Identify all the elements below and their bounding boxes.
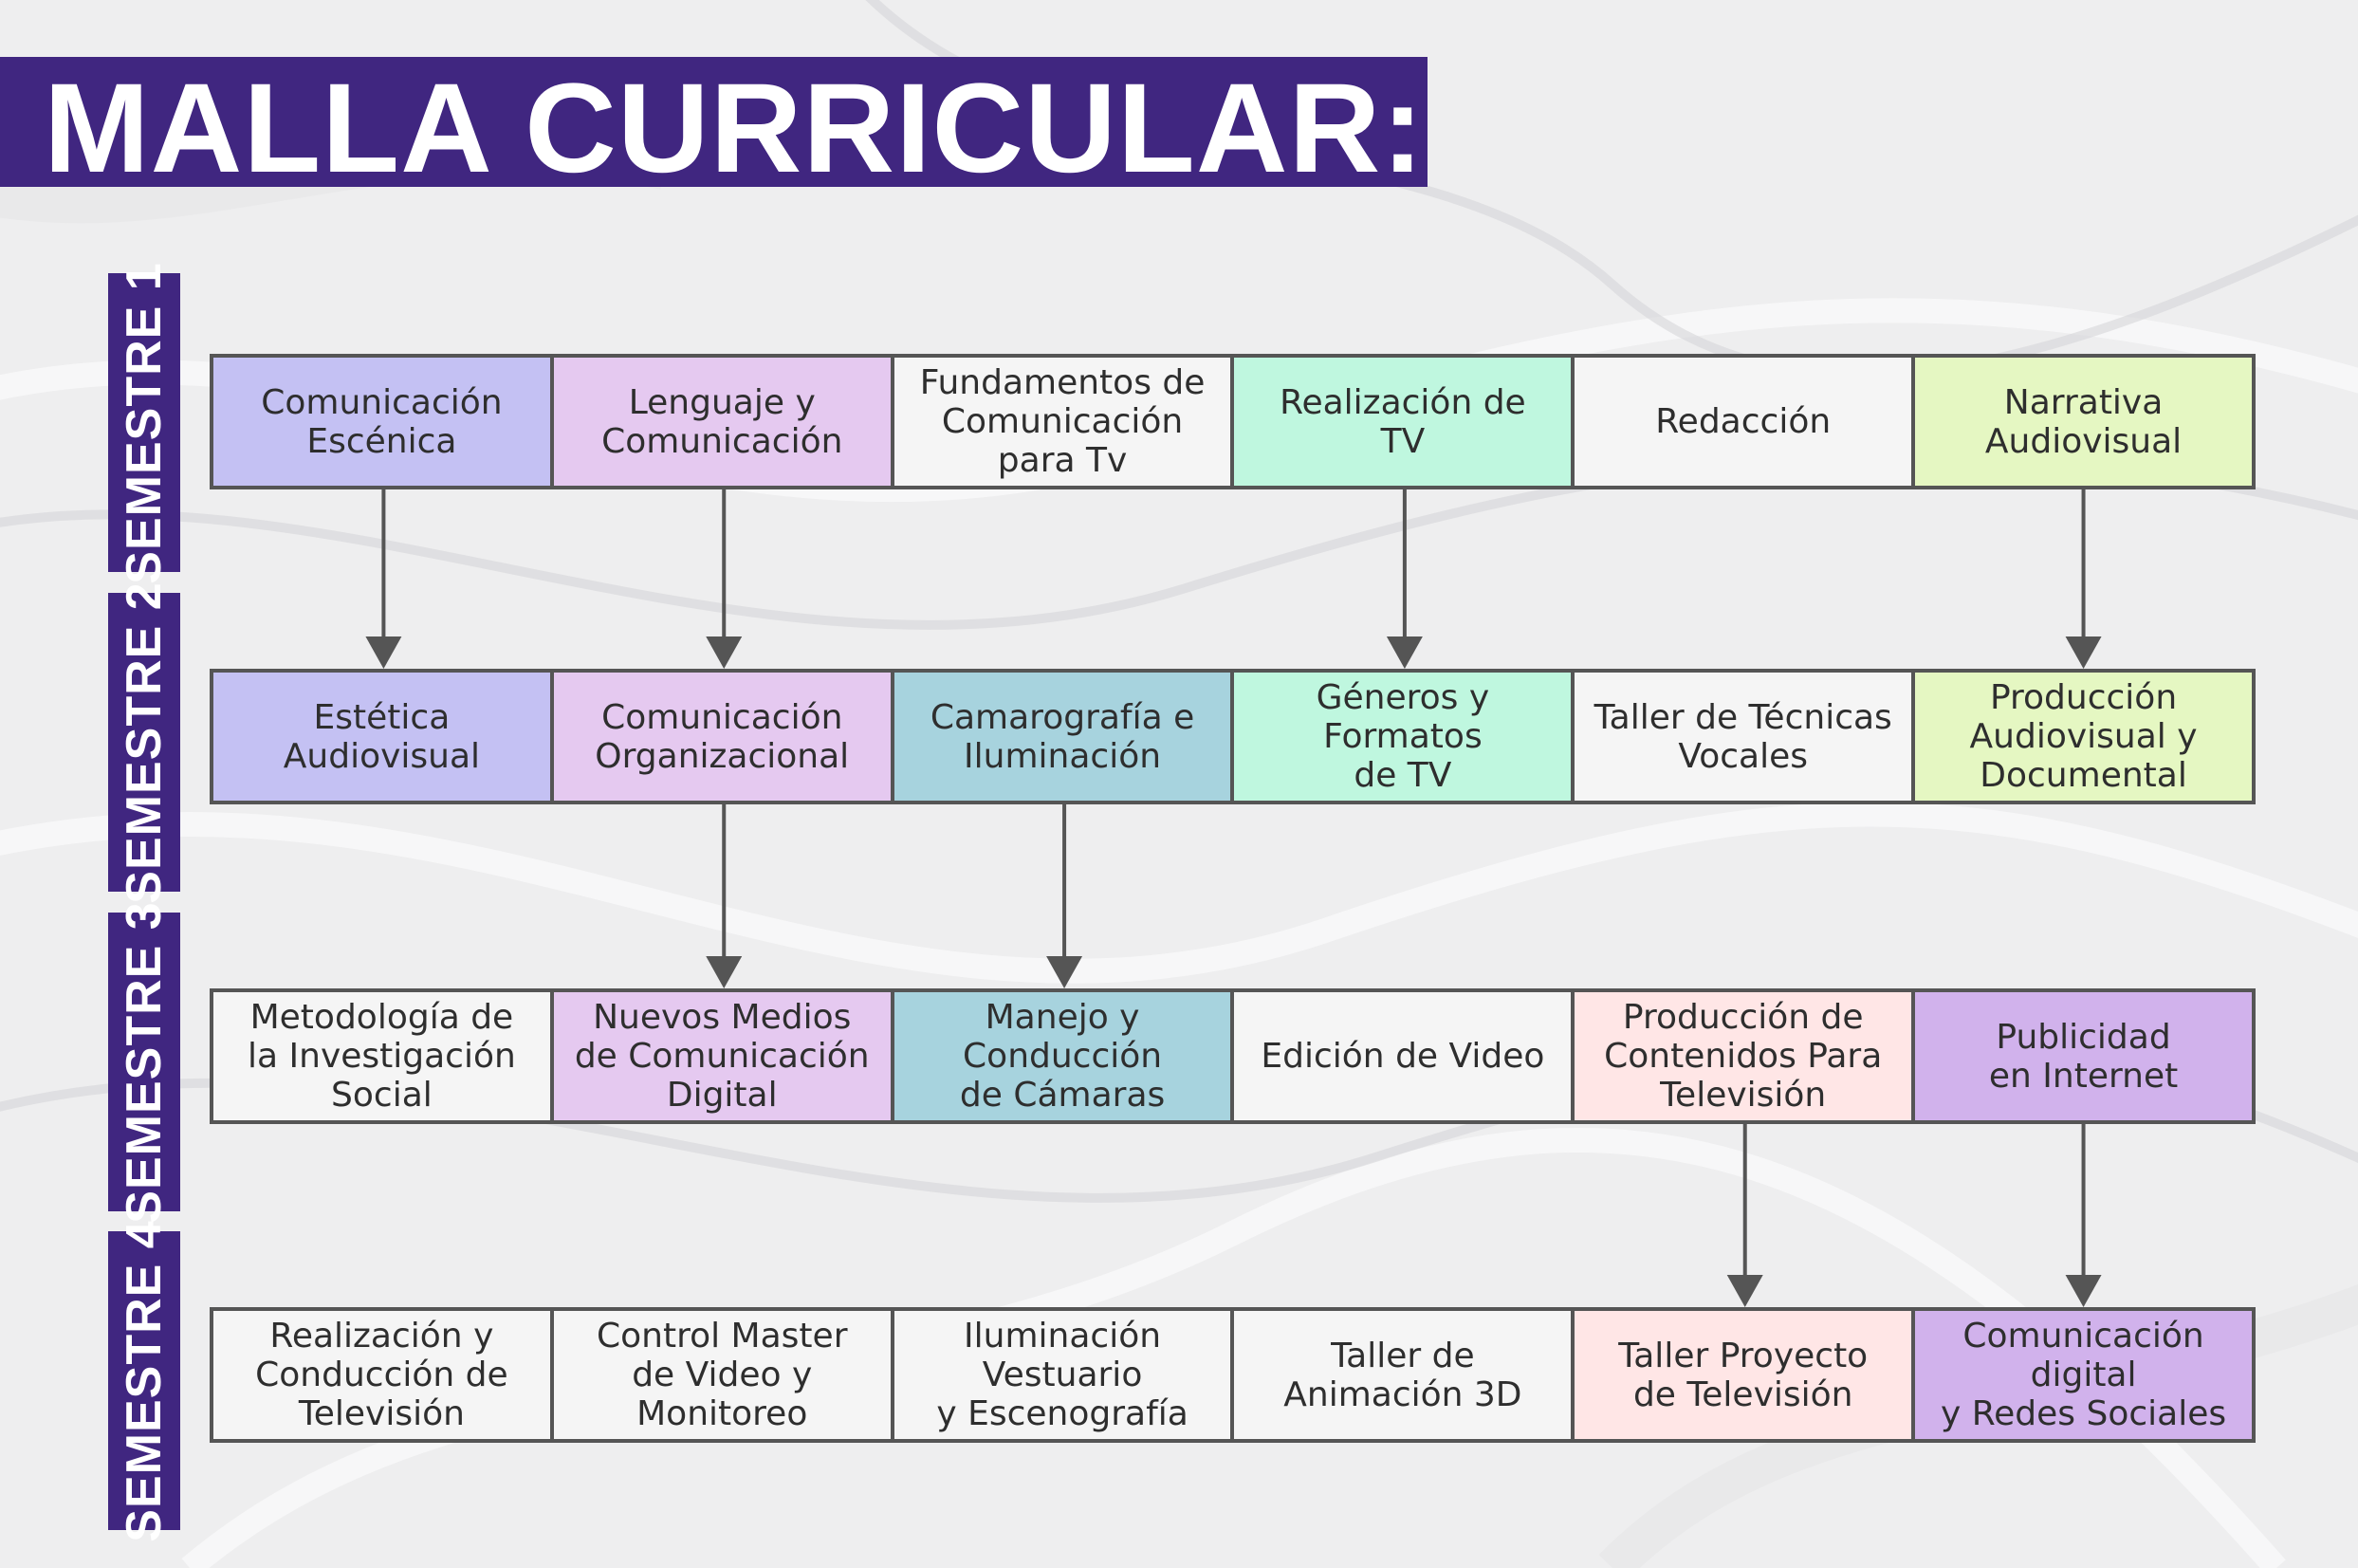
course-cell: Comunicación Organizacional xyxy=(553,673,894,801)
prerequisite-arrow xyxy=(706,489,743,669)
course-cell: Camarografía e Iluminación xyxy=(893,673,1235,801)
prerequisite-arrow xyxy=(1726,1124,1763,1307)
course-cell: Fundamentos de Comunicación para Tv xyxy=(893,358,1235,486)
prerequisite-arrow xyxy=(706,804,743,988)
course-cell: Publicidad en Internet xyxy=(1915,992,2252,1120)
course-cell: Géneros y Formatos de TV xyxy=(1234,673,1575,801)
course-cell: Realización de TV xyxy=(1234,358,1575,486)
course-cell: Edición de Video xyxy=(1234,992,1575,1120)
course-cell: Comunicación digital y Redes Sociales xyxy=(1915,1311,2252,1439)
semester-row-3: Metodología de la Investigación Social N… xyxy=(210,988,2256,1124)
course-cell: Nuevos Medios de Comunicación Digital xyxy=(553,992,894,1120)
semester-row-2: Estética Audiovisual Comunicación Organi… xyxy=(210,669,2256,804)
title-banner xyxy=(0,57,1428,187)
semester-row-4: Realización y Conducción de Televisión C… xyxy=(210,1307,2256,1443)
course-cell: Narrativa Audiovisual xyxy=(1915,358,2252,486)
semester-label-3: SEMESTRE 3 xyxy=(108,901,180,1223)
semester-label-text: SEMESTRE 3 xyxy=(117,900,172,1224)
course-cell: Taller de Técnicas Vocales xyxy=(1575,673,1916,801)
semester-label-1: SEMESTRE 1 xyxy=(108,262,180,583)
course-cell: Metodología de la Investigación Social xyxy=(213,992,554,1120)
course-cell: Estética Audiovisual xyxy=(213,673,554,801)
semester-label-text: SEMESTRE 2 xyxy=(117,581,172,904)
semester-label-2: SEMESTRE 2 xyxy=(108,581,180,903)
course-cell: Taller Proyecto de Televisión xyxy=(1575,1311,1916,1439)
course-cell: Producción Audiovisual y Documental xyxy=(1915,673,2252,801)
semester-label-text: SEMESTRE 1 xyxy=(117,261,172,584)
prerequisite-arrow xyxy=(2065,1124,2102,1307)
prerequisite-arrow xyxy=(2065,489,2102,669)
course-cell: Producción de Contenidos Para Televisión xyxy=(1575,992,1916,1120)
prerequisite-arrow xyxy=(1046,804,1083,988)
semester-label-4: SEMESTRE 4 xyxy=(108,1220,180,1541)
course-cell: Iluminación Vestuario y Escenografía xyxy=(893,1311,1235,1439)
course-cell: Realización y Conducción de Televisión xyxy=(213,1311,554,1439)
page-title: MALLA CURRICULAR: xyxy=(44,58,1425,199)
semester-row-1: Comunicación Escénica Lenguaje y Comunic… xyxy=(210,354,2256,489)
course-cell: Lenguaje y Comunicación xyxy=(553,358,894,486)
prerequisite-arrow xyxy=(1386,489,1423,669)
semester-label-text: SEMESTRE 4 xyxy=(117,1219,172,1542)
course-cell: Control Master de Video y Monitoreo xyxy=(553,1311,894,1439)
course-cell: Redacción xyxy=(1575,358,1916,486)
course-cell: Taller de Animación 3D xyxy=(1234,1311,1575,1439)
course-cell: Comunicación Escénica xyxy=(213,358,554,486)
prerequisite-arrow xyxy=(365,489,402,669)
course-cell: Manejo y Conducción de Cámaras xyxy=(893,992,1235,1120)
